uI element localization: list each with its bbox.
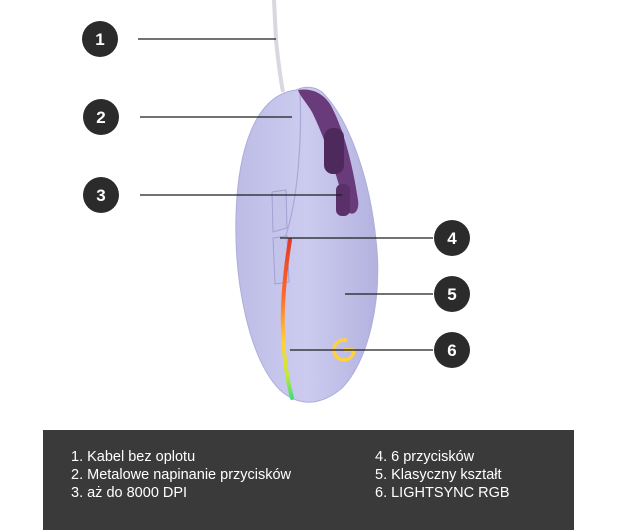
mouse-body: [235, 86, 379, 403]
mouse-diagram: 1 2 3 4 5 6: [82, 0, 470, 403]
callout-number: 6: [447, 341, 456, 360]
rgb-light-strip: [280, 238, 294, 400]
callout-badge-4: 4: [434, 220, 470, 256]
side-button-forward: [271, 189, 288, 233]
callout-badge-6: 6: [434, 332, 470, 368]
legend-item: 3. aż do 8000 DPI: [71, 485, 188, 501]
callout-number: 4: [447, 229, 457, 248]
callout-number: 3: [96, 186, 105, 205]
callout-number: 1: [95, 30, 104, 49]
feature-legend: 1. Kabel bez oplotu 2. Metalowe napinani…: [43, 430, 574, 530]
legend-column-left: 1. Kabel bez oplotu 2. Metalowe napinani…: [71, 448, 291, 502]
button-split-line: [284, 91, 302, 239]
callout-badge-3: 3: [83, 177, 119, 213]
legend-column-right: 4. 6 przycisków 5. Klasyczny kształt 6. …: [375, 448, 510, 502]
callout-badge-5: 5: [434, 276, 470, 312]
legend-item: 4. 6 przycisków: [375, 449, 475, 465]
legend-item: 2. Metalowe napinanie przycisków: [71, 467, 292, 483]
callout-number: 2: [96, 108, 105, 127]
legend-item: 6. LIGHTSYNC RGB: [375, 485, 510, 501]
callout-badge-1: 1: [82, 21, 118, 57]
legend-item: 5. Klasyczny kształt: [375, 467, 502, 483]
callout-badge-2: 2: [83, 99, 119, 135]
scroll-wheel: [324, 128, 344, 174]
mouse-cable: [272, 0, 285, 93]
callout-number: 5: [447, 285, 456, 304]
dpi-button: [336, 184, 350, 216]
legend-item: 1. Kabel bez oplotu: [71, 449, 196, 465]
purple-button-trim: [298, 89, 359, 214]
